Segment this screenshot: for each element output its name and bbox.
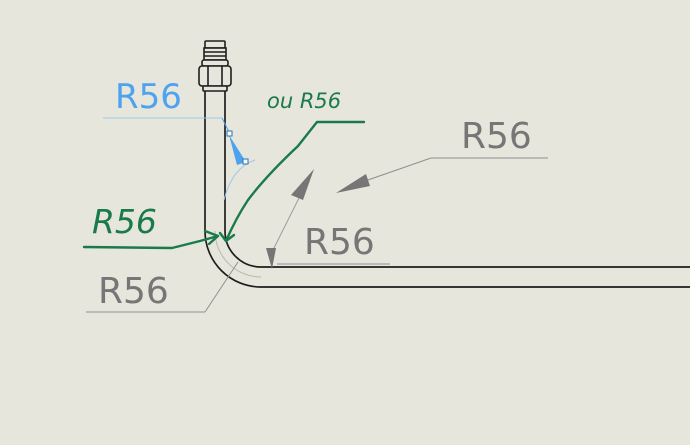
pipe-outer-wall bbox=[204, 91, 690, 288]
gray-dimension-middle: R56 bbox=[266, 169, 390, 269]
gray-dimension-label-top-right[interactable]: R56 bbox=[461, 116, 532, 157]
green-note-left[interactable]: R56 bbox=[92, 202, 157, 241]
blue-dimension-label[interactable]: R56 bbox=[115, 77, 182, 117]
fitting-sleeve bbox=[202, 85, 228, 92]
fitting-cap bbox=[204, 40, 226, 49]
bent-pipe bbox=[204, 91, 690, 288]
green-markup bbox=[82, 120, 366, 250]
pipe-inner-wall bbox=[224, 91, 690, 268]
blue-arrowhead bbox=[229, 135, 246, 165]
green-note-top[interactable]: ou R56 bbox=[267, 89, 341, 113]
fitting-thread bbox=[203, 47, 227, 61]
gray-arrow-top-right bbox=[336, 174, 370, 193]
gray-dimension-label-bottom-left[interactable]: R56 bbox=[98, 271, 169, 312]
pipe-fitting bbox=[198, 40, 232, 92]
green-arrow-top bbox=[218, 231, 236, 243]
gray-arrow-mid-up bbox=[291, 169, 314, 200]
gray-mid-witness bbox=[271, 187, 305, 253]
gray-dimension-top-right: R56 bbox=[336, 116, 548, 193]
gray-dimension-label-middle[interactable]: R56 bbox=[304, 222, 375, 263]
green-leader-top bbox=[224, 120, 366, 243]
gray-arrow-mid-down bbox=[266, 248, 276, 269]
blue-handle-top[interactable] bbox=[226, 130, 233, 137]
blue-radius-dimension: R56 bbox=[103, 77, 256, 201]
blue-handle-bottom[interactable] bbox=[242, 158, 249, 165]
green-underline-left bbox=[82, 234, 220, 250]
gray-dimension-bottom-left: R56 bbox=[86, 261, 239, 313]
green-arrow-left bbox=[203, 229, 220, 246]
fitting-ring bbox=[201, 59, 229, 67]
blue-arc bbox=[223, 159, 256, 201]
fitting-nut bbox=[198, 65, 232, 87]
